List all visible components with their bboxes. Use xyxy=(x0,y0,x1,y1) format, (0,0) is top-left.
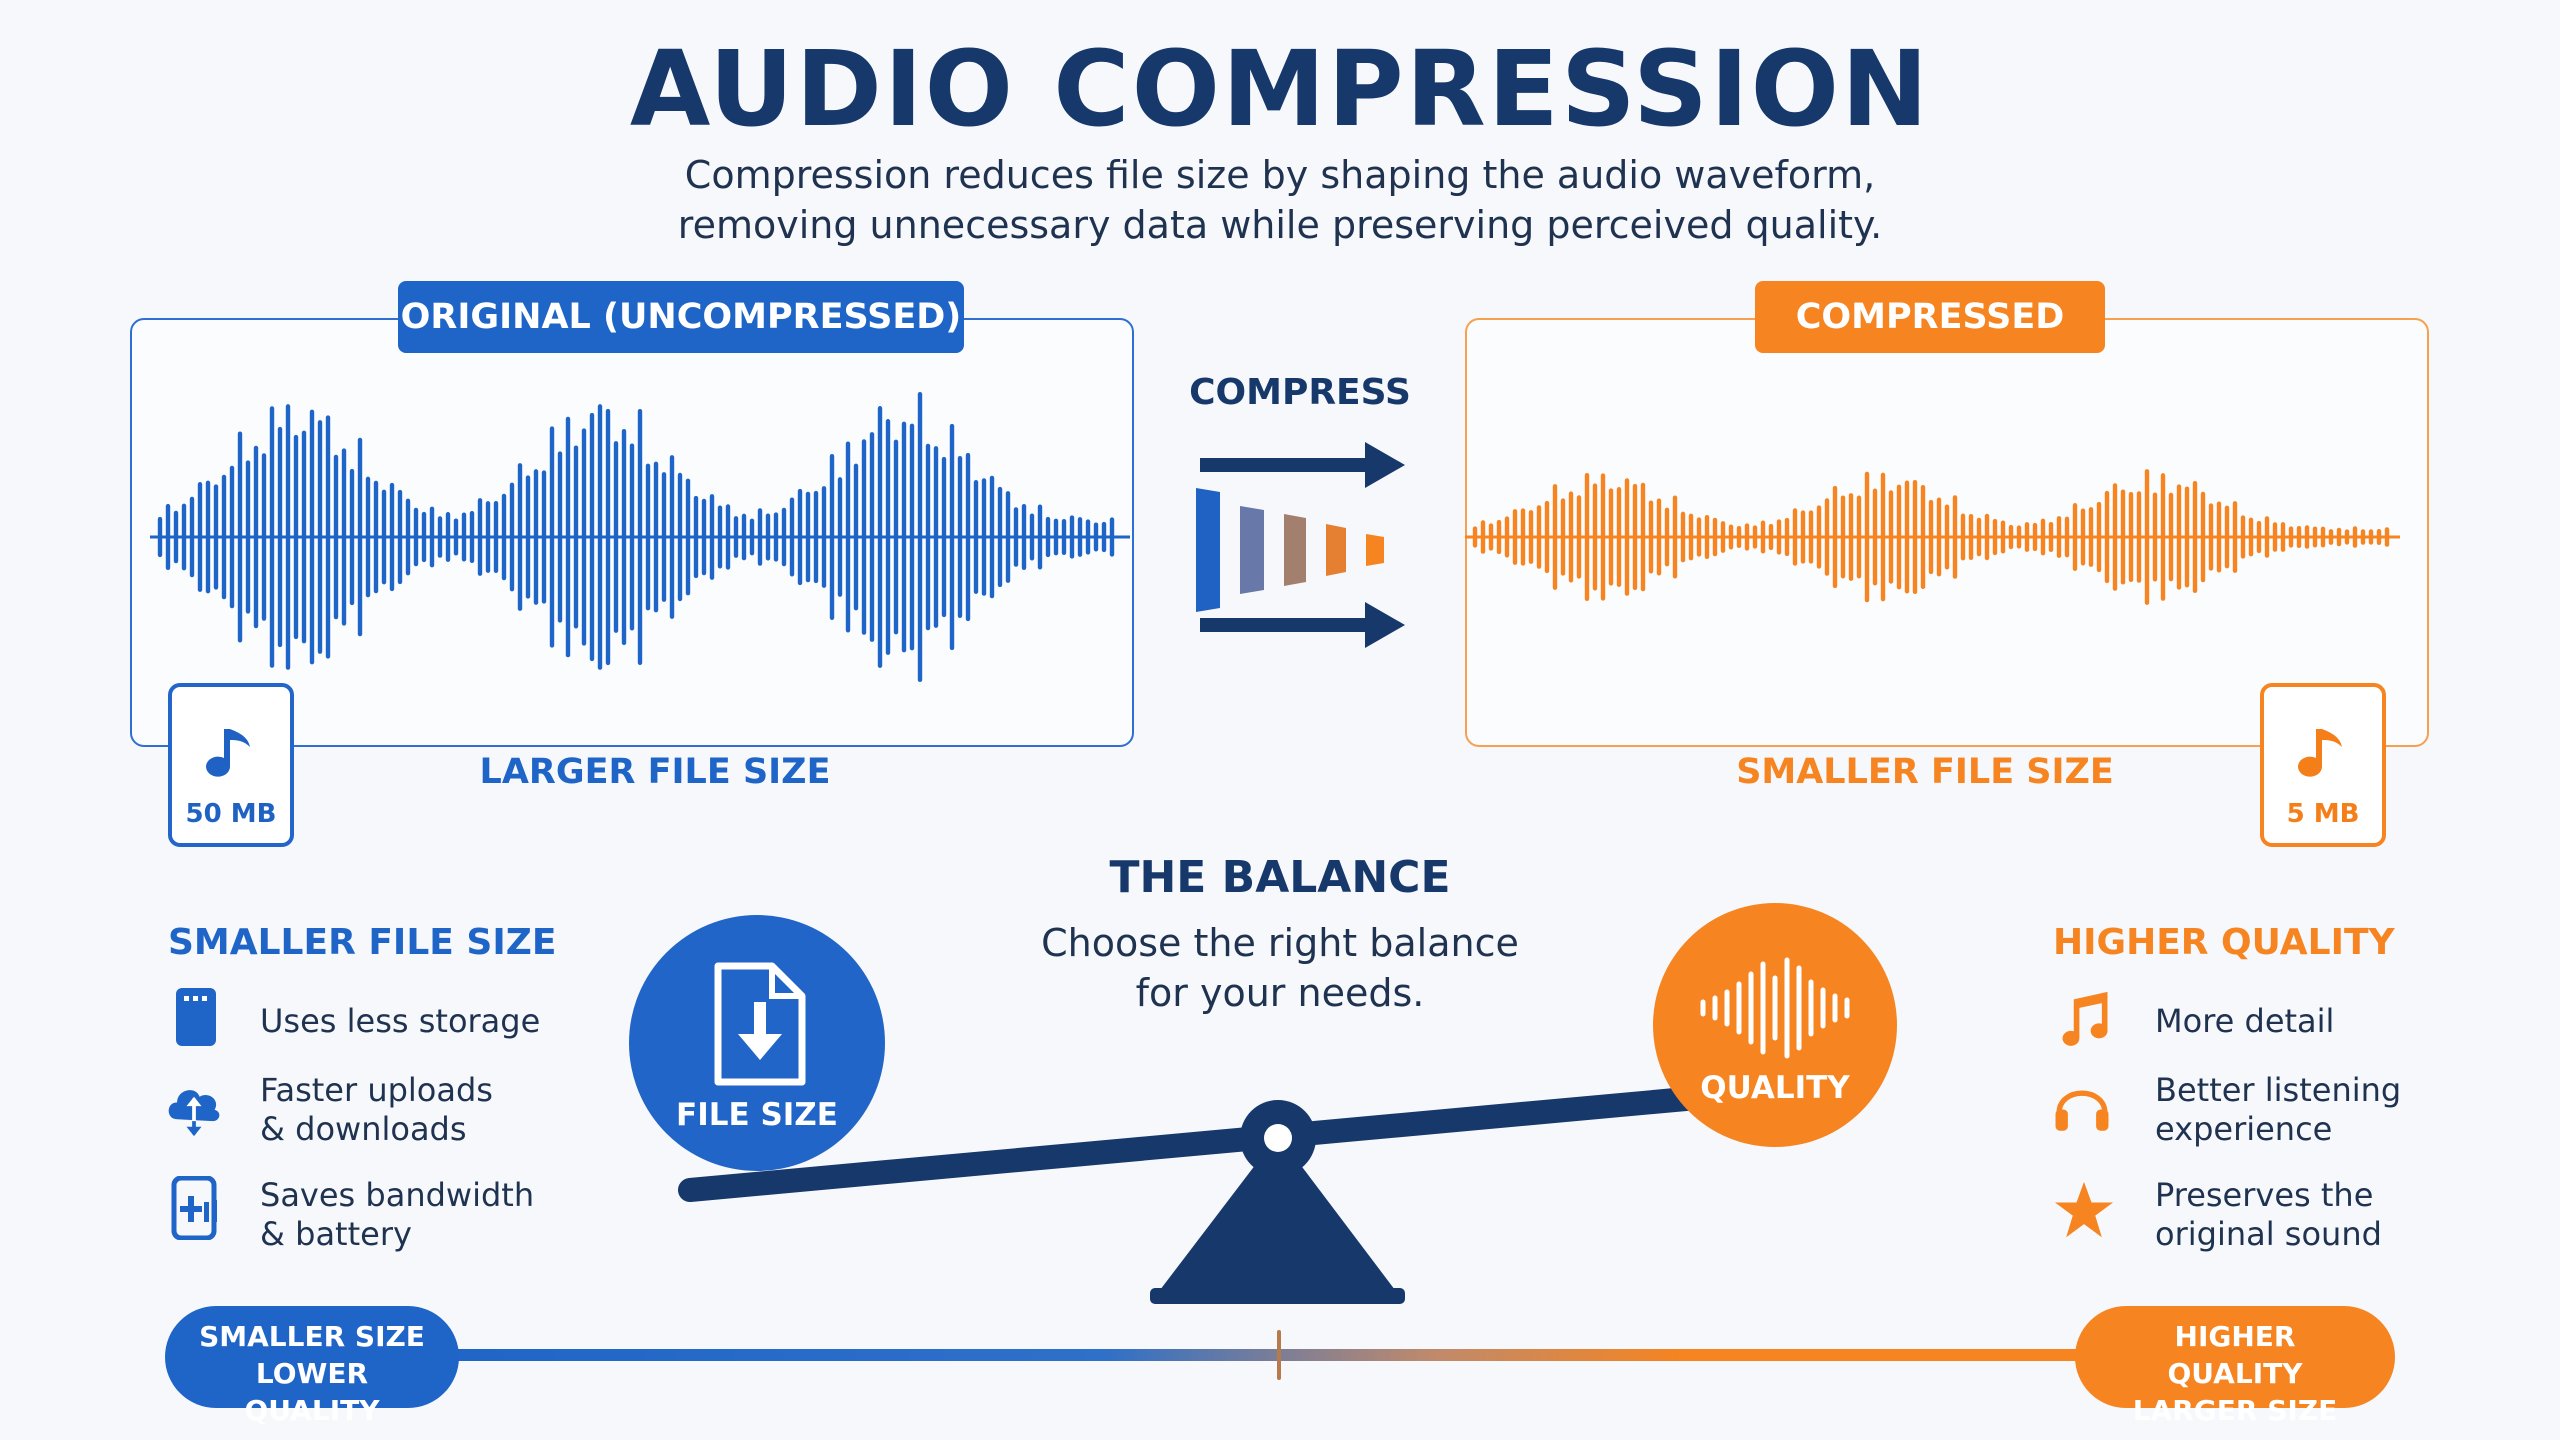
original-size-label: LARGER FILE SIZE xyxy=(479,752,831,792)
left-heading: SMALLER FILE SIZE xyxy=(168,922,557,963)
compressed-file-badge: 5 MB xyxy=(2260,683,2386,847)
right-feature-2-line-2: experience xyxy=(2155,1110,2333,1148)
quality-waveform-icon xyxy=(1700,957,1850,1059)
right-feature-3: Preserves the original sound xyxy=(2155,1176,2475,1254)
balance-line-2: for your needs. xyxy=(1135,971,1425,1015)
spectrum-left-label: SMALLER SIZE LOWER QUALITY xyxy=(165,1306,459,1427)
left-feature-3-line-1: Saves bandwidth xyxy=(260,1176,535,1214)
original-file-size: 50 MB xyxy=(185,799,277,829)
balance-description: Choose the right balance for your needs. xyxy=(960,918,1600,1018)
quality-weight xyxy=(1653,903,1897,1147)
spectrum-right-line-1: HIGHER QUALITY xyxy=(2167,1320,2303,1390)
balance-title: THE BALANCE xyxy=(1109,852,1451,903)
left-feature-2-line-1: Faster uploads xyxy=(260,1071,493,1109)
spectrum-left-line-1: SMALLER SIZE xyxy=(199,1320,425,1353)
file-download-icon xyxy=(714,962,806,1086)
original-label: ORIGINAL (UNCOMPRESSED) xyxy=(398,281,964,353)
scale-fulcrum xyxy=(1160,1135,1395,1290)
right-heading: HIGHER QUALITY xyxy=(2053,922,2395,963)
right-feature-2-line-1: Better listening xyxy=(2155,1071,2402,1109)
balance-line-1: Choose the right balance xyxy=(1041,921,1519,965)
right-feature-3-line-2: original sound xyxy=(2155,1215,2382,1253)
music-note-icon xyxy=(2062,991,2108,1046)
spectrum-right-label: HIGHER QUALITY LARGER SIZE xyxy=(2075,1306,2395,1427)
file-size-weight-label: FILE SIZE xyxy=(676,1097,838,1133)
compressed-label: COMPRESSED xyxy=(1755,281,2105,353)
right-feature-1: More detail xyxy=(2155,1002,2475,1041)
left-feature-3: Saves bandwidth & battery xyxy=(260,1176,580,1254)
right-feature-1-line-1: More detail xyxy=(2155,1002,2335,1040)
sd-card-icon xyxy=(176,988,216,1046)
subtitle-line-1: Compression reduces file size by shaping… xyxy=(684,153,1876,197)
right-feature-3-line-1: Preserves the xyxy=(2155,1176,2374,1214)
right-feature-2: Better listening experience xyxy=(2155,1071,2475,1149)
subtitle-line-2: removing unnecessary data while preservi… xyxy=(677,203,1883,247)
compressed-file-size: 5 MB xyxy=(2286,799,2360,829)
spectrum-midpoint xyxy=(1277,1330,1281,1380)
music-note-icon xyxy=(2298,729,2342,777)
left-feature-2: Faster uploads & downloads xyxy=(260,1071,580,1149)
quality-size-spectrum-bar xyxy=(440,1349,2100,1361)
compress-arrows-icon xyxy=(1196,442,1405,648)
left-feature-1: Uses less storage xyxy=(260,1002,580,1041)
original-file-badge: 50 MB xyxy=(168,683,294,847)
quality-weight-label: QUALITY xyxy=(1700,1070,1850,1106)
spectrum-right-line-2: LARGER SIZE xyxy=(2132,1394,2338,1427)
page-title: AUDIO COMPRESSION xyxy=(629,28,1931,150)
left-feature-2-line-2: & downloads xyxy=(260,1110,467,1148)
music-note-icon xyxy=(206,729,250,777)
compressed-size-label: SMALLER FILE SIZE xyxy=(1736,752,2114,792)
subtitle: Compression reduces file size by shaping… xyxy=(0,150,2560,250)
headphones-icon xyxy=(2055,1090,2109,1131)
cloud-upload-download-icon xyxy=(168,1090,220,1137)
phone-battery-icon xyxy=(171,1176,217,1240)
compress-label: COMPRESS xyxy=(1189,372,1411,413)
star-icon xyxy=(2054,1181,2114,1238)
left-feature-1-line-1: Uses less storage xyxy=(260,1002,541,1040)
spectrum-left-line-2: LOWER QUALITY xyxy=(244,1357,380,1427)
left-feature-3-line-2: & battery xyxy=(260,1215,412,1253)
